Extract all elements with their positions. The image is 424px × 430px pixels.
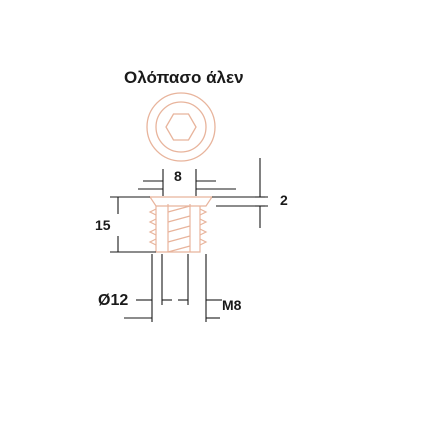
top-view-outer-circle [146,92,216,162]
dimension-diameter-12 [124,254,172,322]
dimension-8 [138,169,236,196]
dimension-label-2: 2 [280,192,288,208]
external-thread [148,208,208,246]
hex-socket-icon [165,113,197,141]
internal-thread [167,205,191,253]
dimension-m8 [178,254,222,322]
dimension-label-8: 8 [174,168,182,184]
top-view [146,92,216,162]
top-view-inner-circle [155,101,207,153]
dimension-label-15: 15 [95,217,111,233]
dimension-lines [110,158,268,322]
dimension-label-diameter: Ø12 [98,292,129,309]
drawing-title: Ολόπασο άλεν [124,68,244,87]
dimension-label-thread: M8 [222,297,242,313]
dimension-2 [212,158,268,228]
insert-head [148,196,214,207]
dimension-15 [110,196,156,253]
side-view [148,196,214,253]
